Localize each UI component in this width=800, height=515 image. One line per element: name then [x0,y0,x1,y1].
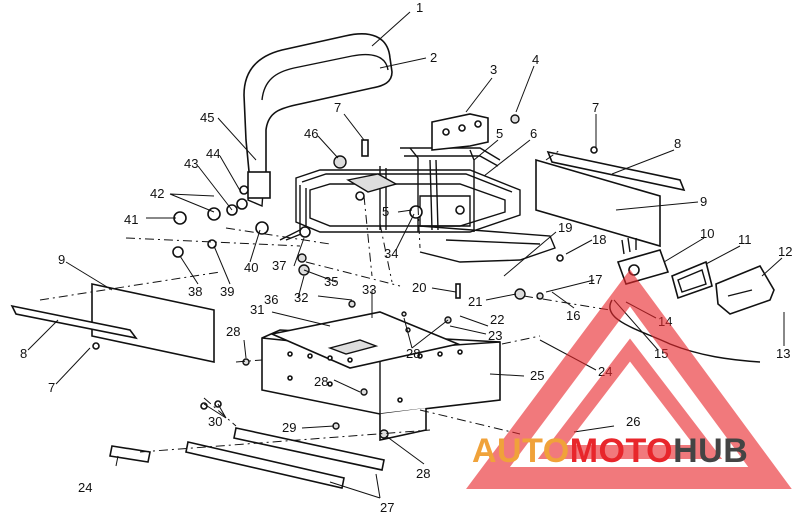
part-label-45: 45 [200,110,214,125]
part-label-20: 20 [412,280,426,295]
part-label-17: 17 [588,272,602,287]
side-rail-right [535,146,686,248]
part-label-8a: 8 [674,136,681,151]
part-label-6: 6 [530,126,537,141]
part-label-5a: 5 [496,126,503,141]
rack-frame [279,147,556,263]
hardware-fasteners [92,114,564,463]
storage-box [261,311,501,441]
part-label-2: 2 [430,50,437,65]
skid-rails [185,427,385,489]
part-label-12: 12 [778,244,792,259]
watermark-triangle-icon [466,269,792,489]
part-label-26: 26 [626,414,640,429]
part-label-40: 40 [244,260,258,275]
watermark-text-auto: AUTO [472,432,570,470]
part-label-3: 3 [490,62,497,77]
part-label-39: 39 [220,284,234,299]
part-label-8b: 8 [20,346,27,361]
part-label-29: 29 [282,420,296,435]
part-label-28b: 28 [314,374,328,389]
part-label-19: 19 [558,220,572,235]
part-label-5b: 5 [382,204,389,219]
part-label-4: 4 [532,52,539,67]
part-label-38: 38 [188,284,202,299]
part-label-9b: 9 [58,252,65,267]
part-label-10: 10 [700,226,714,241]
part-label-37: 37 [272,258,286,273]
part-label-1: 1 [416,0,423,15]
side-rail-left [10,283,215,363]
part-label-25: 25 [530,368,544,383]
part-label-28d: 28 [416,466,430,481]
part-label-9a: 9 [700,194,707,209]
part-label-46: 46 [304,126,318,141]
part-label-11: 11 [738,232,752,247]
box-rivets [287,349,463,403]
part-label-31: 31 [250,302,264,317]
watermark-inner-triangle-icon [537,338,723,459]
part-label-24b: 24 [78,480,92,495]
watermark-text-moto: MOTO [570,432,673,470]
part-label-30: 30 [208,414,222,429]
bracket-3 [431,113,489,151]
part-label-16: 16 [566,308,580,323]
part-label-34: 34 [384,246,398,261]
part-label-21: 21 [468,294,482,309]
part-label-7b: 7 [592,100,599,115]
part-label-44: 44 [206,146,220,161]
backrest-assembly [243,33,393,208]
part-label-28a: 28 [226,324,240,339]
part-label-33: 33 [362,282,376,297]
part-label-18: 18 [592,232,606,247]
part-label-13: 13 [776,346,790,361]
part-label-41: 41 [124,212,138,227]
svg-text:AUTOMOTOHUB: AUTOMOTOHUB [472,432,748,470]
watermark-logo: AUTOMOTOHUB [466,269,792,489]
leader-lines [27,11,785,499]
part-label-22: 22 [490,312,504,327]
part-label-28c: 28 [406,346,420,361]
watermark-text-hub: HUB [673,432,748,470]
part-label-36: 36 [264,292,278,307]
part-label-35: 35 [324,274,338,289]
part-label-43: 43 [184,156,198,171]
part-label-7c: 7 [48,380,55,395]
part-label-42: 42 [150,186,164,201]
part-label-32: 32 [294,290,308,305]
part-label-7a: 7 [334,100,341,115]
part-label-27: 27 [380,500,394,515]
part-label-23: 23 [488,328,502,343]
